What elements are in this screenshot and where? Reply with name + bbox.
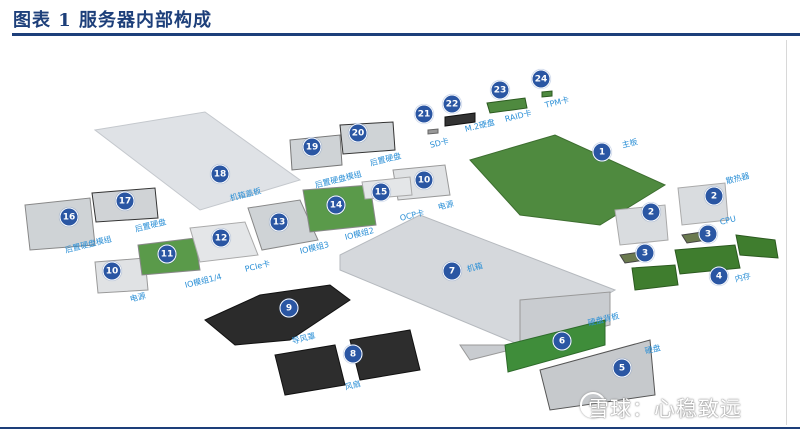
memory-b-image (674, 244, 741, 275)
rear-hdd-20-image (339, 121, 396, 155)
part-number-badge: 10 (414, 170, 434, 190)
part-number-badge: 6 (552, 331, 572, 351)
part-number-badge: 18 (210, 164, 230, 184)
part-number-badge: 24 (531, 69, 551, 89)
part-number-badge: 19 (302, 137, 322, 157)
figure-frame (10, 40, 787, 425)
watermark: 雪球：心稳致远 (588, 397, 742, 421)
tpm-card-image (541, 90, 553, 98)
part-number-badge: 16 (59, 207, 79, 227)
part-number-badge: 22 (442, 94, 462, 114)
memory-a-image (631, 264, 679, 291)
part-number-badge: 5 (612, 358, 632, 378)
part-number-badge: 15 (371, 182, 391, 202)
motherboard-image (469, 134, 667, 226)
part-number-badge: 7 (442, 261, 462, 281)
m2-drives-image (444, 112, 476, 127)
sd-cards-image (427, 128, 439, 135)
fan-right-image (349, 329, 421, 381)
part-number-badge: 2 (704, 186, 724, 206)
fan-left-image (274, 344, 346, 396)
part-number-badge: 9 (279, 298, 299, 318)
part-number-badge: 14 (326, 195, 346, 215)
air-shroud-image (204, 284, 351, 346)
rear-hdd-module-16-image (24, 197, 96, 251)
part-number-badge: 21 (414, 104, 434, 124)
part-number-badge: 4 (709, 266, 729, 286)
raid-card-image (486, 97, 528, 114)
part-number-badge: 11 (157, 244, 177, 264)
chassis-cover-image (93, 111, 302, 211)
bottom-rule (0, 427, 800, 429)
part-number-badge: 23 (490, 80, 510, 100)
part-number-badge: 3 (635, 243, 655, 263)
part-number-badge: 3 (698, 224, 718, 244)
title-rule (12, 33, 800, 36)
part-number-badge: 13 (269, 212, 289, 232)
drives-image (539, 339, 656, 411)
part-number-badge: 20 (348, 123, 368, 143)
snowball-logo-icon (580, 392, 606, 418)
part-number-badge: 8 (343, 344, 363, 364)
part-number-badge: 10 (102, 261, 122, 281)
part-number-badge: 17 (115, 191, 135, 211)
memory-c-image (735, 234, 779, 259)
part-number-badge: 12 (211, 228, 231, 248)
figure-title: 图表 1 服务器内部构成 (13, 10, 213, 31)
part-number-badge: 2 (641, 202, 661, 222)
part-number-badge: 1 (592, 142, 612, 162)
